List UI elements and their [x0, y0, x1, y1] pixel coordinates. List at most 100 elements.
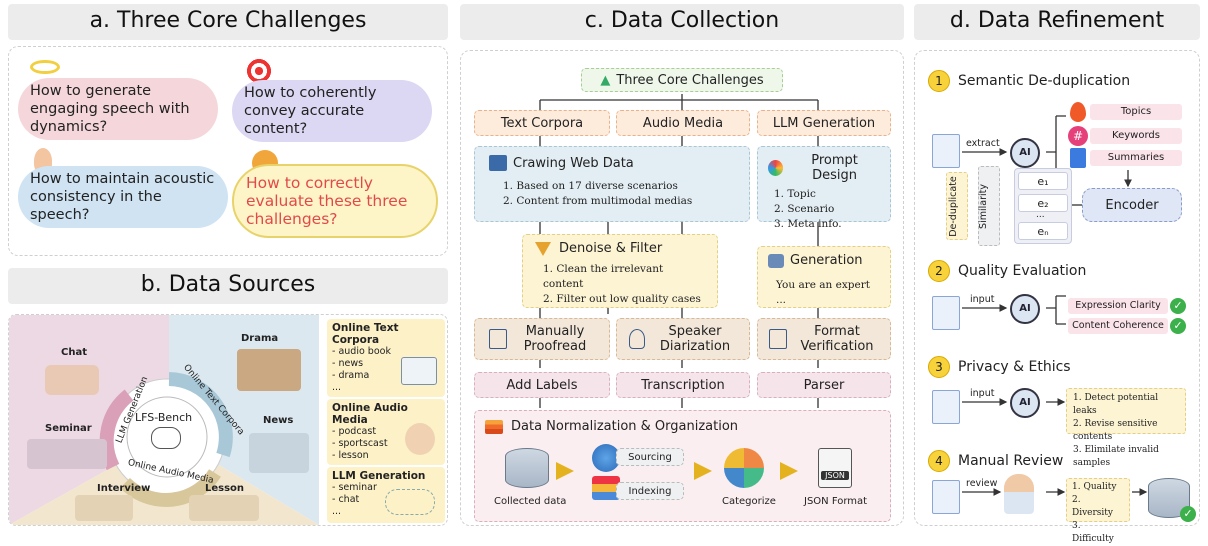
categorize-label: Categorize — [722, 496, 776, 507]
hashtag-icon: # — [1068, 126, 1088, 146]
privacy-box: 1. Detect potential leaks 2. Revise sens… — [1066, 388, 1186, 468]
sourcing-label: Sourcing — [628, 451, 672, 463]
step-4-header: 4 Manual Review — [928, 450, 1063, 472]
brain-icon — [151, 427, 181, 449]
document-icon — [932, 134, 960, 168]
e1-label: e₁ — [1037, 175, 1049, 188]
reviewer-icon — [1004, 474, 1034, 514]
ai-robot-icon: AI — [1010, 388, 1040, 418]
label-drama: Drama — [241, 333, 279, 344]
step-2-title: Quality Evaluation — [958, 263, 1087, 279]
parser-label: Parser — [803, 377, 845, 393]
ring-llm — [99, 389, 134, 471]
panel-b: LLM Generation Online Text Corpora Onlin… — [8, 314, 448, 526]
lesson-icon — [189, 495, 259, 521]
crawl-title: Crawing Web Data — [513, 155, 634, 171]
check-icon: ✓ — [1170, 318, 1186, 334]
news-anchor-icon — [249, 433, 309, 473]
panel-d — [914, 50, 1200, 526]
challenge-cloud-4: How to correctly evaluate these three ch… — [232, 164, 438, 238]
summary-doc-icon — [1070, 148, 1086, 168]
add-labels-box: Add Labels — [474, 372, 610, 398]
prompt-title: Prompt Design — [811, 153, 858, 183]
panel-c — [460, 50, 904, 526]
crawl-item-1: 1. Based on 17 diverse scenarios — [503, 180, 678, 192]
step-4-number: 4 — [928, 450, 950, 472]
denoise-item-1: 1. Clean the irrelevant content — [543, 263, 664, 290]
prompt-item-1: 1. Topic — [774, 188, 816, 200]
challenge-text-3: How to maintain acoustic consistency in … — [30, 171, 215, 223]
proofread-icon — [489, 329, 507, 349]
en-label: eₙ — [1037, 225, 1049, 238]
deduplicate-label: De-duplicate — [947, 176, 959, 237]
transcription-box: Transcription — [616, 372, 750, 398]
speaker-diarization-box: Speaker Diarization — [616, 318, 750, 360]
source-llm-title: LLM Generation — [332, 470, 426, 482]
challenge-text-4: How to correctly evaluate these three ch… — [246, 174, 408, 228]
palette-icon — [768, 160, 784, 176]
review-label: review — [966, 478, 998, 489]
source-audio-card: Online Audio Media - podcast - sportscas… — [327, 399, 445, 473]
llm-generation-label: LLM Generation — [772, 115, 876, 131]
embedding-e2: e₂ — [1018, 194, 1068, 212]
ai-robot-icon: AI — [1010, 294, 1040, 324]
deduplicate-box: De-duplicate — [946, 172, 968, 240]
source-text-card: Online Text Corpora - audio book - news … — [327, 319, 445, 397]
extract-label: extract — [966, 138, 1000, 149]
source-llm-item: ... — [332, 506, 342, 517]
label-chat: Chat — [61, 347, 87, 358]
transcription-label: Transcription — [641, 377, 725, 393]
panel-c-header: c. Data Collection — [460, 4, 904, 40]
speaker-label: Speaker Diarization — [659, 324, 731, 354]
book-icon — [401, 357, 437, 385]
sourcing-tag: Sourcing — [616, 448, 684, 466]
step-1-number: 1 — [928, 70, 950, 92]
challenge-cloud-1: How to generate engaging speech with dyn… — [18, 78, 218, 140]
format-verification-box: Format Verification — [757, 318, 891, 360]
json-format-label: JSON Format — [804, 496, 868, 507]
source-llm-item: - chat — [332, 494, 360, 505]
summaries-label: Summaries — [1107, 152, 1165, 163]
robot-icon — [768, 253, 784, 268]
denoise-box: Denoise & Filter 1. Clean the irrelevant… — [522, 234, 718, 308]
root-node: ▲ Three Core Challenges — [581, 68, 783, 92]
review-item-2: 2. Diversity — [1072, 495, 1114, 518]
topics-tag: Topics — [1090, 104, 1182, 120]
indexing-tag: Indexing — [616, 482, 684, 500]
manual-label: Manually Proofread — [523, 324, 587, 354]
seminar-icon — [27, 439, 107, 469]
source-audio-item: - lesson — [332, 450, 369, 461]
document-icon — [932, 480, 960, 514]
panel-a — [8, 46, 448, 256]
normalization-title: Data Normalization & Organization — [511, 419, 739, 434]
e2-label: e₂ — [1037, 197, 1049, 210]
database-icon — [505, 448, 549, 488]
halo-icon — [30, 60, 60, 74]
node-audio-media: Audio Media — [616, 110, 750, 136]
panel-a-header: a. Three Core Challenges — [8, 4, 448, 40]
label-seminar: Seminar — [45, 423, 92, 434]
generation-text: You are an expert ... — [776, 279, 870, 306]
panel-d-title: d. Data Refinement — [949, 8, 1165, 33]
layers-icon — [485, 419, 503, 434]
step-1-header: 1 Semantic De-duplication — [928, 70, 1130, 92]
indexing-label: Indexing — [628, 485, 672, 497]
source-text-item: - drama — [332, 370, 370, 381]
ring-inner — [126, 396, 208, 478]
ring-audio — [120, 469, 221, 507]
review-item-3: 3. Difficulty — [1072, 521, 1114, 544]
listening-head-icon — [405, 423, 435, 455]
arrow-icon — [694, 462, 712, 480]
keywords-tag: Keywords — [1090, 128, 1182, 144]
prompt-box: Prompt Design 1. Topic 2. Scenario 3. Me… — [757, 146, 891, 230]
ai-label: AI — [1019, 303, 1031, 314]
arrow-icon — [556, 462, 574, 480]
json-icon-badge: JSON — [821, 471, 849, 480]
step-4-title: Manual Review — [958, 453, 1064, 469]
mountain-flag-icon: ▲ — [600, 72, 611, 88]
source-text-item: ... — [332, 382, 342, 393]
arrow-icon — [780, 462, 798, 480]
step-1-title: Semantic De-duplication — [958, 73, 1131, 89]
document-icon — [932, 296, 960, 330]
manual-proofread-box: Manually Proofread — [474, 318, 610, 360]
